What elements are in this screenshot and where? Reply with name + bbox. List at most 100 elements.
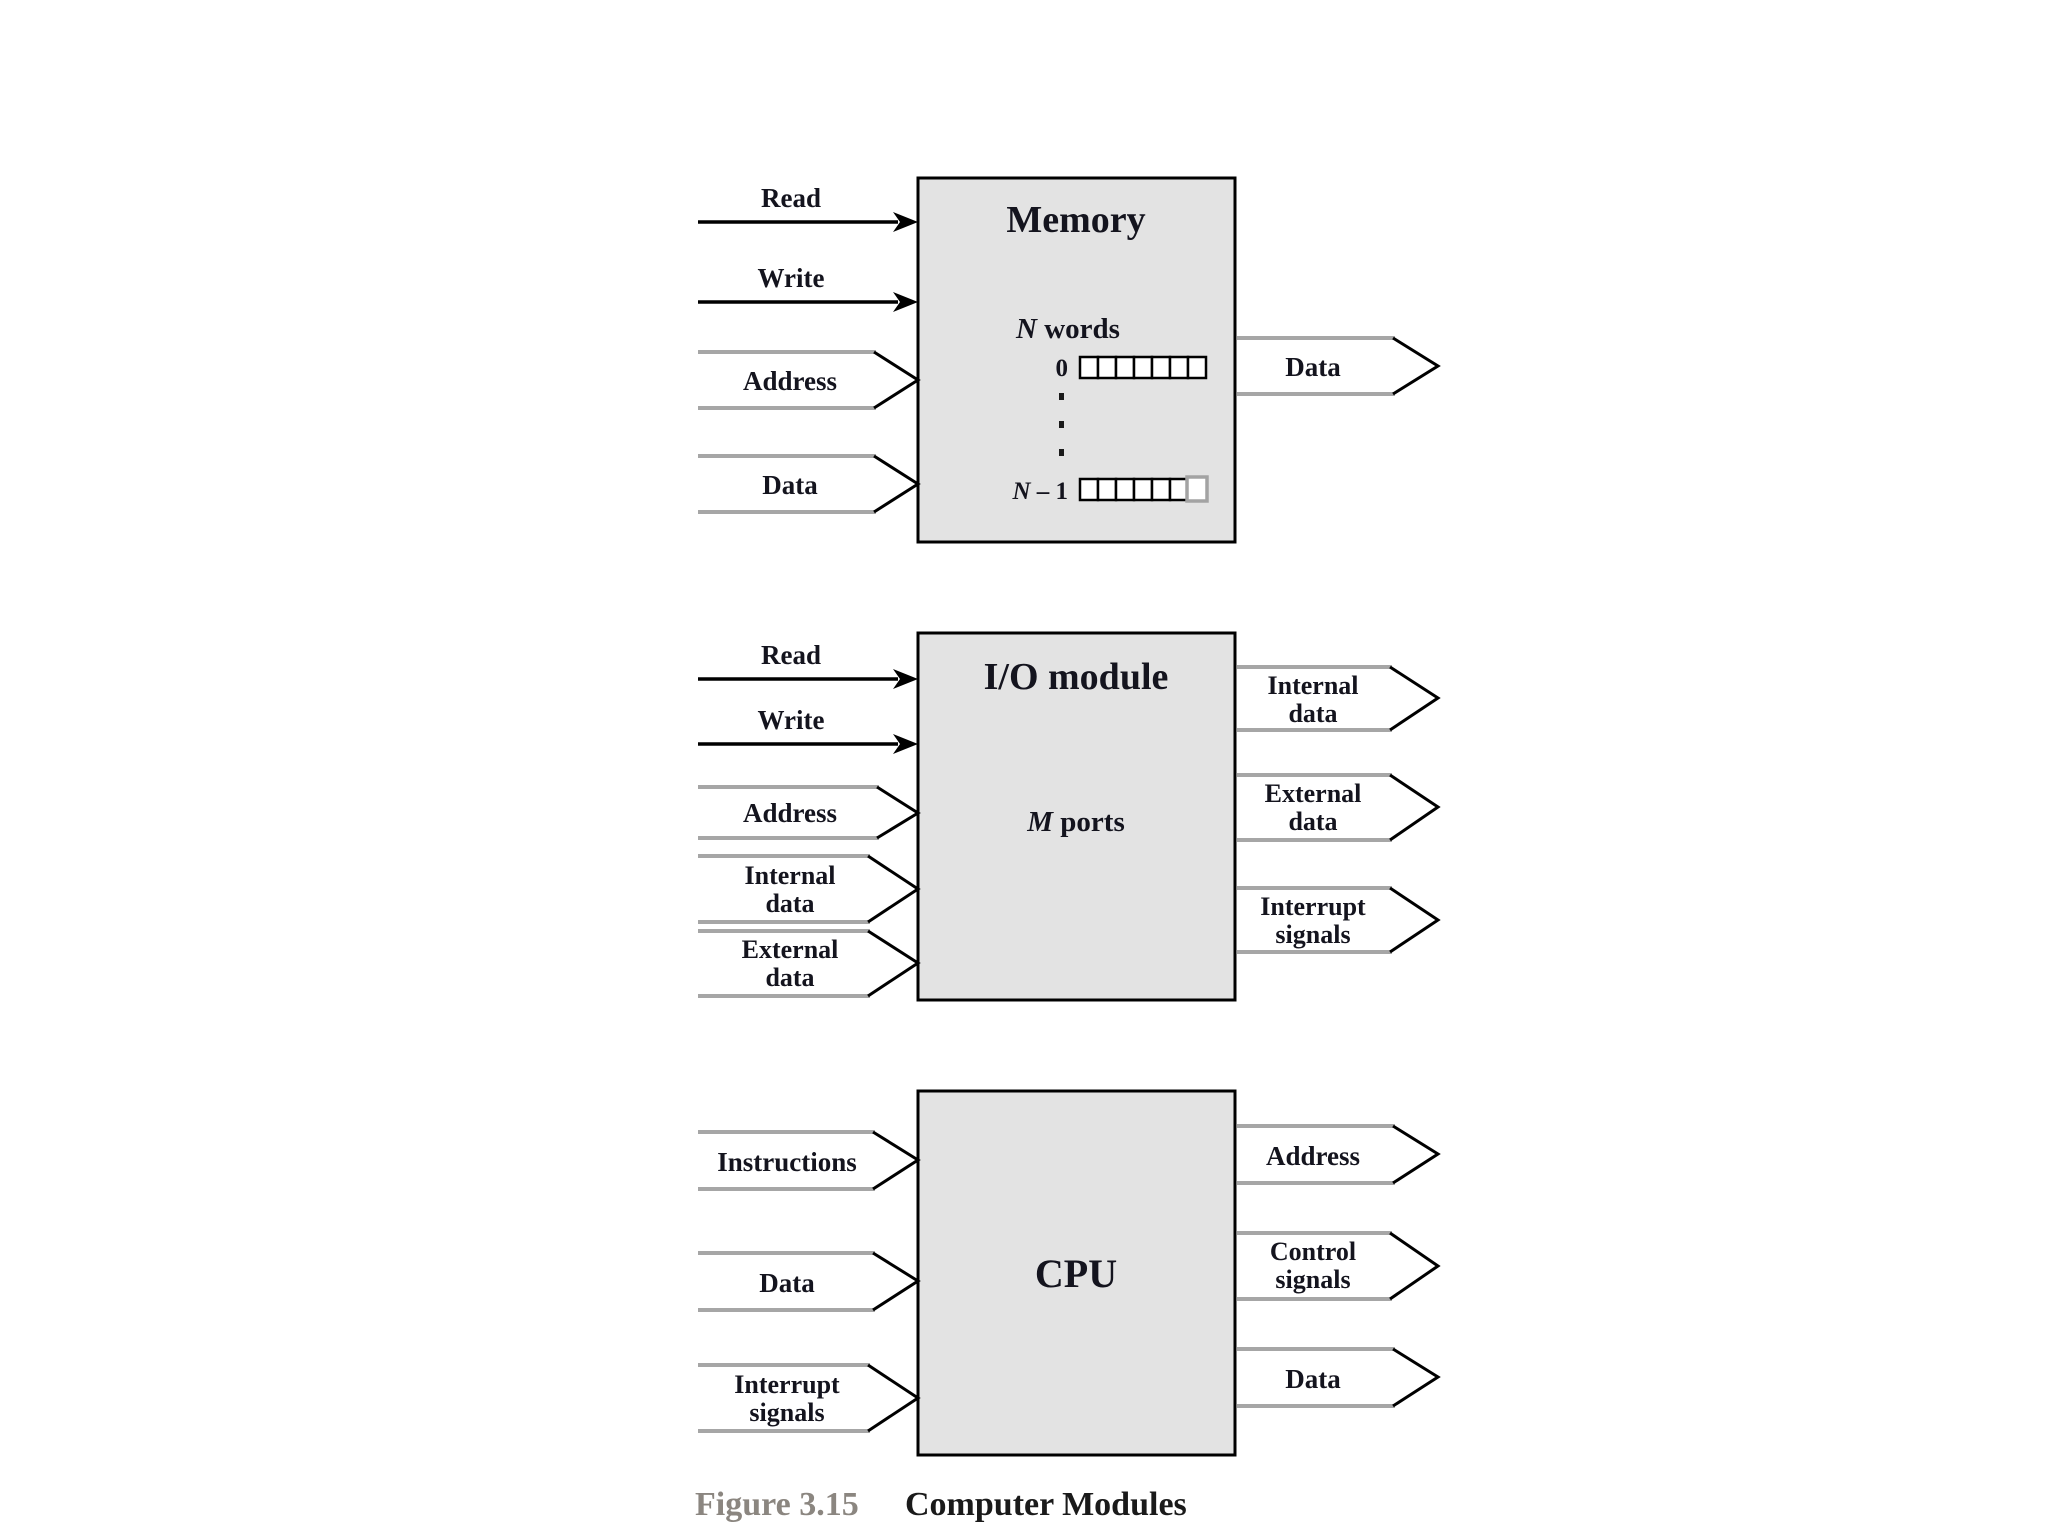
label-line-1: Control [1270, 1237, 1356, 1266]
memory-title: Memory [1006, 199, 1145, 241]
bus-arrowhead-icon [1389, 1231, 1441, 1301]
label-line-1: External [742, 935, 839, 964]
io-mports-var: M [1026, 806, 1054, 838]
ellipsis-dot [1059, 449, 1064, 456]
memory-cell [1186, 355, 1208, 380]
label-line-1: Internal [745, 861, 836, 890]
label-line-2: data [1288, 807, 1337, 836]
memory-row0-label: 0 [1056, 355, 1069, 382]
io-write-label: Write [758, 705, 825, 735]
memory-cell [1096, 355, 1118, 380]
cpu-input-instructions: Instructions [698, 1130, 921, 1191]
figure-title: Computer Modules [905, 1486, 1187, 1523]
bus-arrowhead-icon [1389, 886, 1441, 954]
memory-cell [1150, 355, 1172, 380]
memory-cell [1114, 355, 1136, 380]
bus-arrowhead-icon [867, 1363, 921, 1433]
bus-arrowhead-icon [876, 785, 921, 840]
bus-arrowhead-icon [873, 454, 921, 514]
memory-cell [1132, 355, 1154, 380]
io-title: I/O module [984, 656, 1169, 698]
io-block [916, 631, 1237, 1002]
bus-arrowhead-icon [867, 929, 921, 998]
memory-cell [1114, 477, 1136, 502]
memory-input-write: Write [698, 263, 918, 312]
cpu-block [916, 1089, 1237, 1457]
label-line-1: Interrupt [734, 1370, 840, 1399]
label-line-2: data [765, 963, 814, 992]
memory-input-data: Data [698, 454, 921, 514]
bus-arrowhead-icon [867, 854, 921, 924]
memory-module: Memory N words 0 N – [698, 176, 1441, 544]
io-mports-rest: ports [1053, 806, 1125, 838]
cpu-output-data: Data [1237, 1347, 1441, 1408]
bus-arrowhead-icon [1389, 665, 1441, 732]
memory-read-label: Read [761, 183, 821, 213]
label-line-2: signals [749, 1398, 824, 1427]
bus-arrowhead-icon [872, 1251, 921, 1312]
cpu-title: CPU [1035, 1251, 1117, 1296]
memory-rowlast-rest: – 1 [1031, 478, 1069, 505]
memory-address-label: Address [743, 366, 837, 396]
label-line-1: Interrupt [1260, 892, 1366, 921]
bus-arrowhead-icon [1389, 773, 1441, 842]
bus-arrowhead-icon [872, 1130, 921, 1191]
write-arrowhead-icon [893, 734, 918, 754]
memory-rowlast-label: N – 1 [1011, 478, 1068, 505]
memory-cell [1078, 477, 1100, 502]
label-line-2: signals [1275, 920, 1350, 949]
io-input-address: Address [698, 785, 921, 840]
io-input-read: Read [698, 640, 918, 689]
memory-nwords-var: N [1015, 313, 1038, 345]
io-address-label: Address [743, 798, 837, 828]
memory-nwords-label: N words [1015, 313, 1120, 345]
cpu-data-in-label: Data [759, 1268, 815, 1298]
label-line-2: data [1288, 699, 1337, 728]
figure-number: Figure 3.15 [695, 1486, 859, 1523]
cpu-address-label: Address [1266, 1141, 1360, 1171]
label-line-1: External [1265, 779, 1362, 808]
io-mports-label: M ports [1026, 806, 1125, 838]
memory-cell [1132, 477, 1154, 502]
memory-cell-highlight [1185, 475, 1209, 503]
memory-ellipsis [1059, 393, 1064, 456]
label-line-2: signals [1275, 1265, 1350, 1294]
bus-arrowhead-icon [1392, 1124, 1441, 1185]
ellipsis-dot [1059, 421, 1064, 428]
memory-word-row-0: 0 [1056, 355, 1208, 382]
memory-cell [1078, 355, 1100, 380]
io-read-label: Read [761, 640, 821, 670]
memory-cell [1150, 477, 1172, 502]
cpu-data-out-label: Data [1285, 1364, 1341, 1394]
memory-input-address: Address [698, 350, 921, 410]
cpu-input-data: Data [698, 1251, 921, 1312]
memory-write-label: Write [758, 263, 825, 293]
figure-caption: Figure 3.15 Computer Modules [695, 1486, 1187, 1523]
cpu-instructions-label: Instructions [717, 1147, 857, 1177]
memory-cell [1096, 477, 1118, 502]
cpu-output-address: Address [1237, 1124, 1441, 1185]
memory-nwords-rest: words [1037, 313, 1120, 345]
read-arrowhead-icon [893, 669, 918, 689]
bus-arrowhead-icon [1392, 336, 1441, 396]
memory-word-row-last: N – 1 [1011, 475, 1209, 505]
memory-rowlast-var: N [1011, 478, 1031, 505]
memory-input-read: Read [698, 183, 918, 232]
io-input-write: Write [698, 705, 918, 754]
memory-cell [1168, 355, 1190, 380]
